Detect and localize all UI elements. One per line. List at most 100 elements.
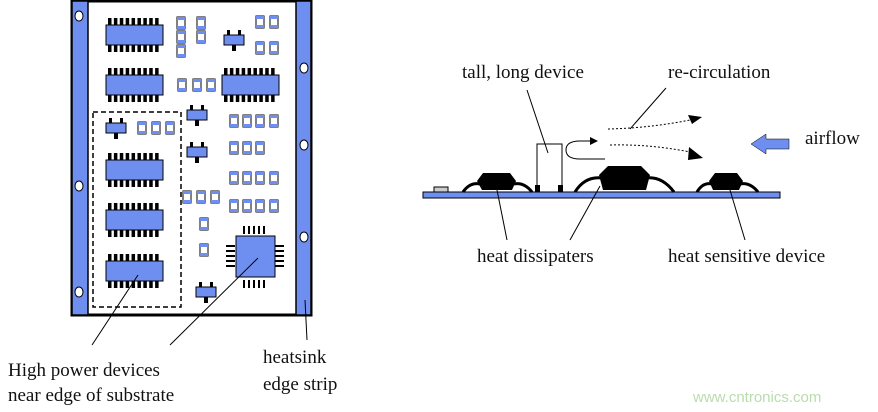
resistor-cap bbox=[270, 200, 278, 203]
resistor-cap bbox=[256, 209, 264, 212]
transistor-pin bbox=[190, 142, 193, 147]
ic-pin bbox=[113, 45, 118, 52]
resistor-cap bbox=[230, 200, 238, 203]
ic-pin bbox=[125, 180, 130, 187]
ic-pin bbox=[131, 18, 136, 25]
qfp-pin bbox=[275, 245, 284, 247]
recirculation-loop-arrow bbox=[565, 140, 605, 160]
ic-pin bbox=[149, 153, 153, 160]
leader-qfp bbox=[169, 257, 259, 346]
transistor bbox=[195, 286, 217, 298]
mounting-hole bbox=[299, 62, 309, 74]
resistor-cap bbox=[256, 151, 264, 154]
qfp-pin bbox=[226, 265, 235, 267]
resistor-cap bbox=[177, 45, 185, 48]
transistor-pin bbox=[210, 282, 213, 287]
heat-dissipater-1 bbox=[461, 173, 534, 193]
ic-chip bbox=[105, 159, 164, 181]
ic-pin bbox=[149, 18, 153, 25]
ic-pin bbox=[155, 68, 159, 75]
ic-pin bbox=[119, 281, 124, 288]
ic-pin bbox=[271, 95, 275, 102]
ic-chip bbox=[105, 209, 164, 231]
resistor-cap bbox=[193, 79, 201, 82]
resistor-cap bbox=[200, 227, 208, 230]
label-heatsink-line2: edge strip bbox=[263, 374, 337, 395]
leader-dissipater-1 bbox=[496, 189, 508, 241]
ic-pin bbox=[113, 95, 118, 102]
ic-pin bbox=[108, 18, 112, 25]
resistor-cap bbox=[152, 122, 160, 125]
ic-pin bbox=[113, 18, 118, 25]
resistor-cap bbox=[230, 209, 238, 212]
qfp-pin bbox=[226, 250, 235, 252]
resistor-cap bbox=[256, 142, 264, 145]
resistor-cap bbox=[270, 16, 278, 19]
ic-pin bbox=[119, 180, 124, 187]
label-high-power-line1: High power devices bbox=[8, 360, 160, 381]
qfp-pin bbox=[248, 226, 250, 234]
resistor-cap bbox=[177, 17, 185, 20]
heat-dissipater-2 bbox=[573, 166, 676, 193]
transistor-pin bbox=[199, 282, 202, 287]
ic-pin bbox=[108, 254, 112, 261]
high-power-zone bbox=[92, 111, 182, 308]
resistor-cap bbox=[193, 88, 201, 91]
heatsink-strip-left bbox=[71, 0, 89, 316]
label-heatsink-line1: heatsink bbox=[263, 347, 327, 368]
ic-pin bbox=[125, 45, 130, 52]
resistor-cap bbox=[207, 79, 215, 82]
resistor-cap bbox=[270, 115, 278, 118]
heatsink-strip-right bbox=[295, 0, 312, 316]
resistor-cap bbox=[270, 42, 278, 45]
resistor-cap bbox=[270, 181, 278, 184]
ic-pin bbox=[131, 180, 136, 187]
ic-pin bbox=[155, 180, 159, 187]
resistor-cap bbox=[230, 181, 238, 184]
small-chip bbox=[433, 186, 449, 193]
resistor-cap bbox=[243, 200, 251, 203]
ic-pin bbox=[271, 68, 275, 75]
qfp-pin bbox=[226, 255, 235, 257]
resistor-cap bbox=[243, 181, 251, 184]
label-tall-device: tall, long device bbox=[462, 62, 584, 83]
mounting-hole bbox=[299, 231, 309, 243]
transistor bbox=[223, 34, 245, 46]
qfp-pin bbox=[243, 226, 245, 234]
ic-pin bbox=[265, 68, 269, 75]
ic-pin bbox=[235, 95, 240, 102]
resistor-cap bbox=[230, 151, 238, 154]
ic-pin bbox=[143, 281, 147, 288]
ic-pin bbox=[113, 254, 118, 261]
transistor-pin bbox=[201, 105, 204, 110]
ic-pin bbox=[108, 153, 112, 160]
mounting-hole bbox=[74, 180, 84, 192]
resistor-cap bbox=[183, 191, 191, 194]
ic-pin bbox=[108, 95, 112, 102]
qfp-pin bbox=[253, 226, 255, 234]
ic-pin bbox=[119, 95, 124, 102]
transistor-pin bbox=[238, 30, 241, 35]
resistor-cap bbox=[256, 124, 264, 127]
resistor-cap bbox=[256, 16, 264, 19]
ic-pin bbox=[137, 180, 141, 187]
ic-pin bbox=[137, 95, 141, 102]
ic-pin bbox=[131, 95, 136, 102]
resistor-cap bbox=[270, 124, 278, 127]
ic-pin bbox=[113, 180, 118, 187]
ic-pin bbox=[149, 95, 153, 102]
ic-pin bbox=[125, 230, 130, 237]
resistor-cap bbox=[207, 88, 215, 91]
resistor-cap bbox=[166, 122, 174, 125]
ic-pin bbox=[149, 68, 153, 75]
ic-pin bbox=[131, 230, 136, 237]
qfp-pin bbox=[243, 280, 245, 288]
ic-pin bbox=[119, 254, 124, 261]
ic-pin bbox=[224, 95, 228, 102]
ic-pin bbox=[149, 203, 153, 210]
leader-sensitive bbox=[729, 189, 746, 241]
ic-pin bbox=[119, 153, 124, 160]
airflow-arrow-icon bbox=[750, 133, 790, 155]
transistor-pin bbox=[109, 118, 112, 123]
